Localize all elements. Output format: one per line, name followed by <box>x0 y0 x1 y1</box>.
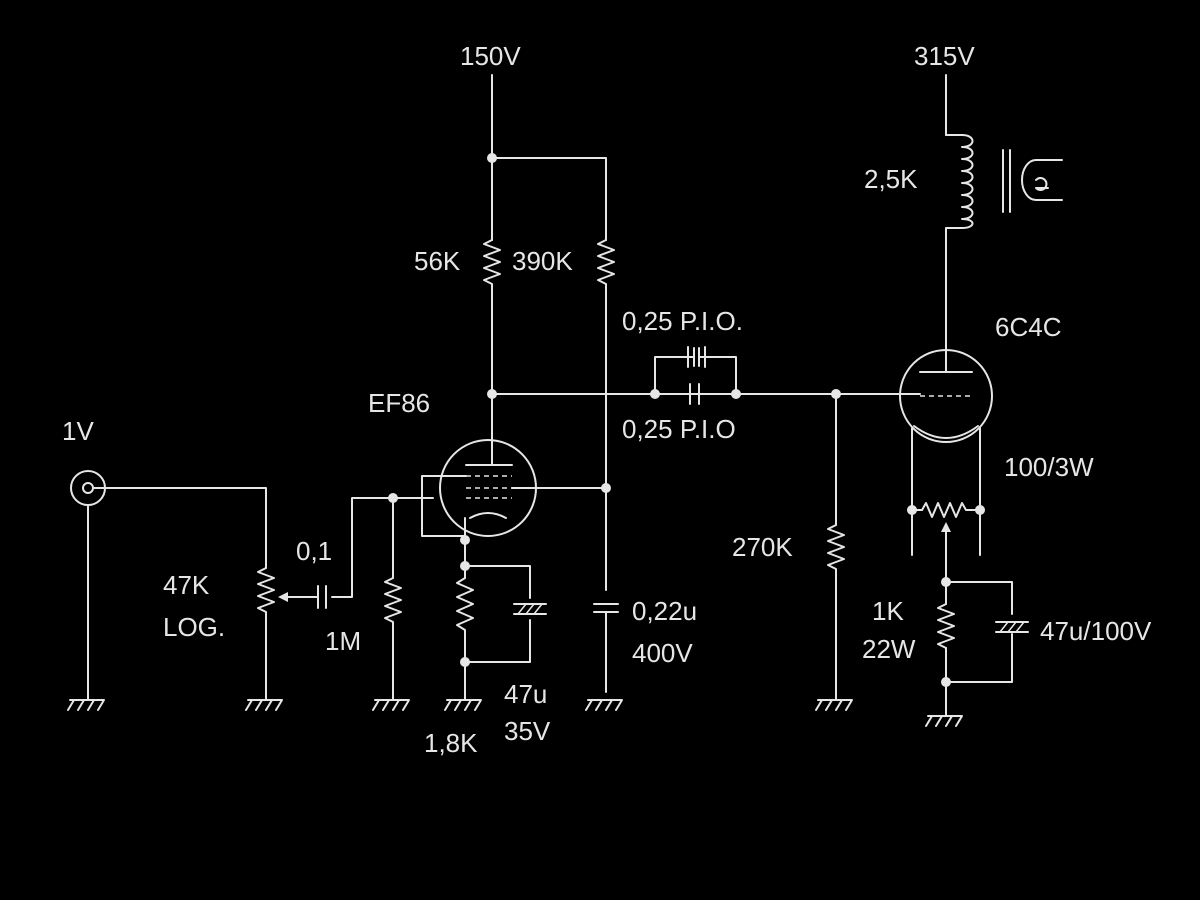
label-270k: 270K <box>732 532 793 562</box>
label-390k: 390K <box>512 246 573 276</box>
capacitor-47u-35v <box>513 603 547 615</box>
resistor-1-8k <box>456 577 474 639</box>
label-cap-pio-top: 0,25 P.I.O. <box>622 306 743 336</box>
label-cap-input: 0,1 <box>296 536 332 566</box>
label-150v: 150V <box>460 41 521 71</box>
resistor-390k <box>597 239 615 291</box>
wires <box>87 74 1013 701</box>
label-cap-022-value: 0,22u <box>632 596 697 626</box>
capacitor-input <box>317 585 327 609</box>
label-ef86: EF86 <box>368 388 430 418</box>
label-1k-power: 22W <box>862 634 916 664</box>
label-cap-47u-value: 47u <box>504 679 547 709</box>
tube-ef86 <box>432 439 537 541</box>
label-pot-value: 47K <box>163 570 210 600</box>
label-cap-47u-voltage: 35V <box>504 716 551 746</box>
label-cap-47u-100v: 47u/100V <box>1040 616 1152 646</box>
resistor-1k <box>937 603 955 649</box>
capacitor-coupling-top <box>687 346 706 368</box>
resistor-56k <box>483 239 501 291</box>
ground-symbols <box>67 699 963 727</box>
tube-6c4c <box>899 349 993 443</box>
label-input-level: 1V <box>62 416 94 446</box>
label-1m: 1M <box>325 626 361 656</box>
capacitor-47u-100v <box>995 621 1029 633</box>
label-cap-022-voltage: 400V <box>632 638 693 668</box>
label-1k-value: 1K <box>872 596 904 626</box>
capacitor-coupling-bottom <box>689 383 700 405</box>
resistor-270k <box>827 524 845 579</box>
label-6c4c: 6C4C <box>995 312 1061 342</box>
label-56k: 56K <box>414 246 461 276</box>
input-jack <box>70 470 106 506</box>
capacitor-0-22u <box>593 603 619 619</box>
hum-balance-potentiometer <box>921 502 971 541</box>
label-1-8k: 1,8K <box>424 728 478 758</box>
label-hum-pot: 100/3W <box>1004 452 1094 482</box>
label-315v: 315V <box>914 41 975 71</box>
label-transformer: 2,5K <box>864 164 918 194</box>
resistor-1m <box>384 577 402 629</box>
output-transformer <box>961 134 1063 229</box>
potentiometer-47k <box>257 567 296 619</box>
label-cap-pio-bottom: 0,25 P.I.O <box>622 414 736 444</box>
label-pot-taper: LOG. <box>163 612 225 642</box>
